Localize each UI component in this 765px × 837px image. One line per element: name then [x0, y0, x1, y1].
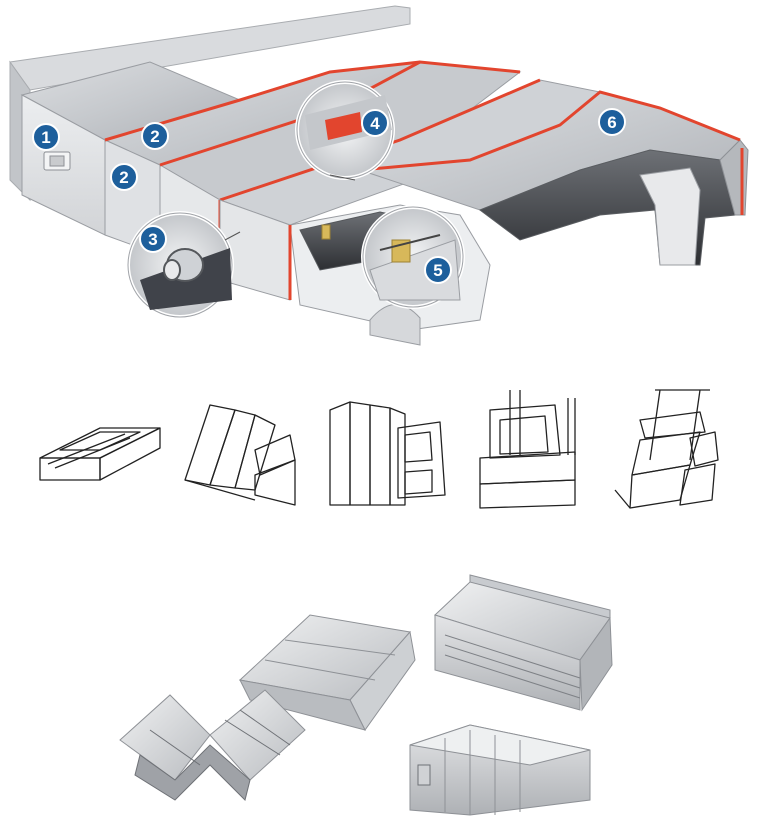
sketch-vertical-cover: [329, 401, 446, 506]
callout-badge-5: 5: [424, 256, 452, 284]
callout-badge-2b: 2: [110, 163, 138, 191]
sketch-flat-cover: [39, 427, 161, 481]
svg-text:3: 3: [148, 230, 157, 249]
callout-badge-1: 1: [32, 123, 60, 151]
svg-text:2: 2: [119, 168, 128, 187]
svg-text:6: 6: [607, 113, 616, 132]
svg-text:2: 2: [150, 127, 159, 146]
sketch-inclined-cover: [184, 404, 296, 506]
telescopic-cover-illustration: 1 2 2 3 4 5 6: [0, 0, 765, 360]
svg-text:4: 4: [370, 114, 380, 133]
callout-badge-2a: 2: [141, 122, 169, 150]
sketch-box-cover: [479, 390, 576, 509]
sketch-frame-cover: [614, 389, 719, 509]
photo-y-cover: [119, 689, 306, 801]
photo-roof-cover: [238, 614, 416, 731]
callout-badge-6: 6: [598, 108, 626, 136]
detail-lens-guide-clip: [361, 205, 465, 309]
callout-badge-3: 3: [139, 225, 167, 253]
detail-lens-stopper: [295, 80, 395, 181]
photo-vertical-cover: [409, 724, 591, 816]
svg-text:5: 5: [433, 261, 442, 280]
product-photos: [0, 560, 765, 837]
wiper-bracket: [43, 151, 71, 171]
svg-text:1: 1: [41, 128, 50, 147]
red-seal-strips: [104, 60, 744, 280]
cover-type-sketches: [0, 380, 765, 520]
photo-flat-cover: [434, 574, 613, 712]
callout-badge-4: 4: [361, 109, 389, 137]
